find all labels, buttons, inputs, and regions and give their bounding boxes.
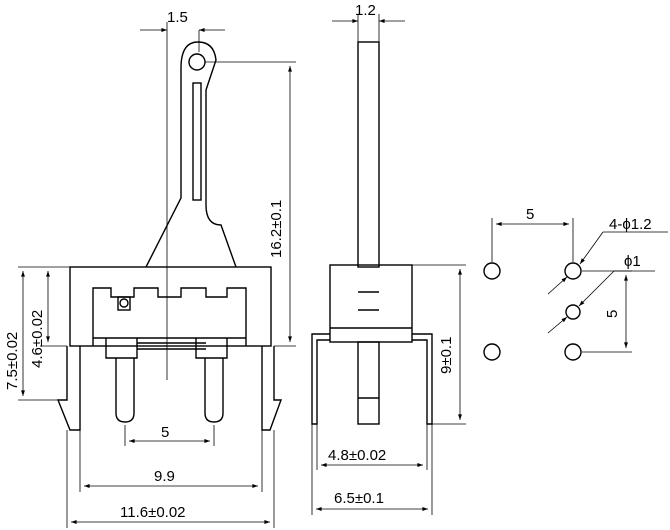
front-body xyxy=(56,266,283,431)
label-front-lever-width: 1.5 xyxy=(167,9,188,26)
label-body-width: 11.6±0.02 xyxy=(120,504,186,521)
dim-body-height-total: 7.5±0.02 xyxy=(4,266,70,401)
dim-front-lever-width: 1.5 xyxy=(140,9,225,52)
label-side-lever-width: 1.2 xyxy=(355,2,376,19)
dim-hole-spacing-h: 5 xyxy=(491,206,574,262)
side-view: 1.2 9±0.1 4.8±0.02 6.5±0.1 xyxy=(311,2,466,515)
hole-bottom-right xyxy=(564,343,582,361)
side-lever xyxy=(357,41,380,425)
label-pin-span: 9.9 xyxy=(154,468,175,485)
dim-side-height: 9±0.1 xyxy=(412,264,466,425)
label-hole-spacing-v: 5 xyxy=(604,310,621,318)
dim-lever-height: 16.2±0.1 xyxy=(205,61,296,347)
hole-top-right xyxy=(564,262,582,280)
hole-layout: 5 5 4-ϕ1.2 ϕ1 xyxy=(483,206,668,361)
leader-hole-dia-large: 4-ϕ1.2 xyxy=(547,216,668,295)
dim-hole-spacing-v: 5 xyxy=(582,270,632,353)
label-hole-spacing-h: 5 xyxy=(526,206,534,223)
label-body-height-total: 7.5±0.02 xyxy=(4,332,21,390)
label-side-width: 6.5±0.1 xyxy=(334,490,384,507)
label-hole-dia-large: 4-ϕ1.2 xyxy=(609,216,652,233)
hole-top-left xyxy=(483,262,501,280)
front-pins xyxy=(105,338,228,423)
dim-pin-span: 9.9 xyxy=(79,430,263,492)
hole-middle xyxy=(565,304,581,320)
dim-body-height-inner: 4.6±0.02 xyxy=(29,270,67,368)
label-lever-height: 16.2±0.1 xyxy=(268,200,285,258)
dim-body-width: 11.6±0.02 xyxy=(66,430,275,528)
label-body-height-inner: 4.6±0.02 xyxy=(29,310,46,368)
label-hole-dia-small: ϕ1 xyxy=(624,253,641,270)
label-side-inner-width: 4.8±0.02 xyxy=(328,447,386,464)
front-lever xyxy=(145,30,237,380)
dim-side-inner-width: 4.8±0.02 xyxy=(316,424,428,470)
dim-side-width: 6.5±0.1 xyxy=(311,424,433,515)
label-pin-spacing-front: 5 xyxy=(161,424,169,441)
hole-bottom-left xyxy=(483,343,501,361)
dim-side-lever-width: 1.2 xyxy=(332,2,405,42)
dim-pin-spacing-front: 5 xyxy=(124,424,215,446)
label-side-height: 9±0.1 xyxy=(438,337,455,374)
front-view: 1.5 16.2±0.1 7.5±0.02 4.6±0.02 5 xyxy=(4,9,296,528)
side-body xyxy=(311,264,433,425)
leader-hole-dia-small: ϕ1 xyxy=(547,253,655,334)
